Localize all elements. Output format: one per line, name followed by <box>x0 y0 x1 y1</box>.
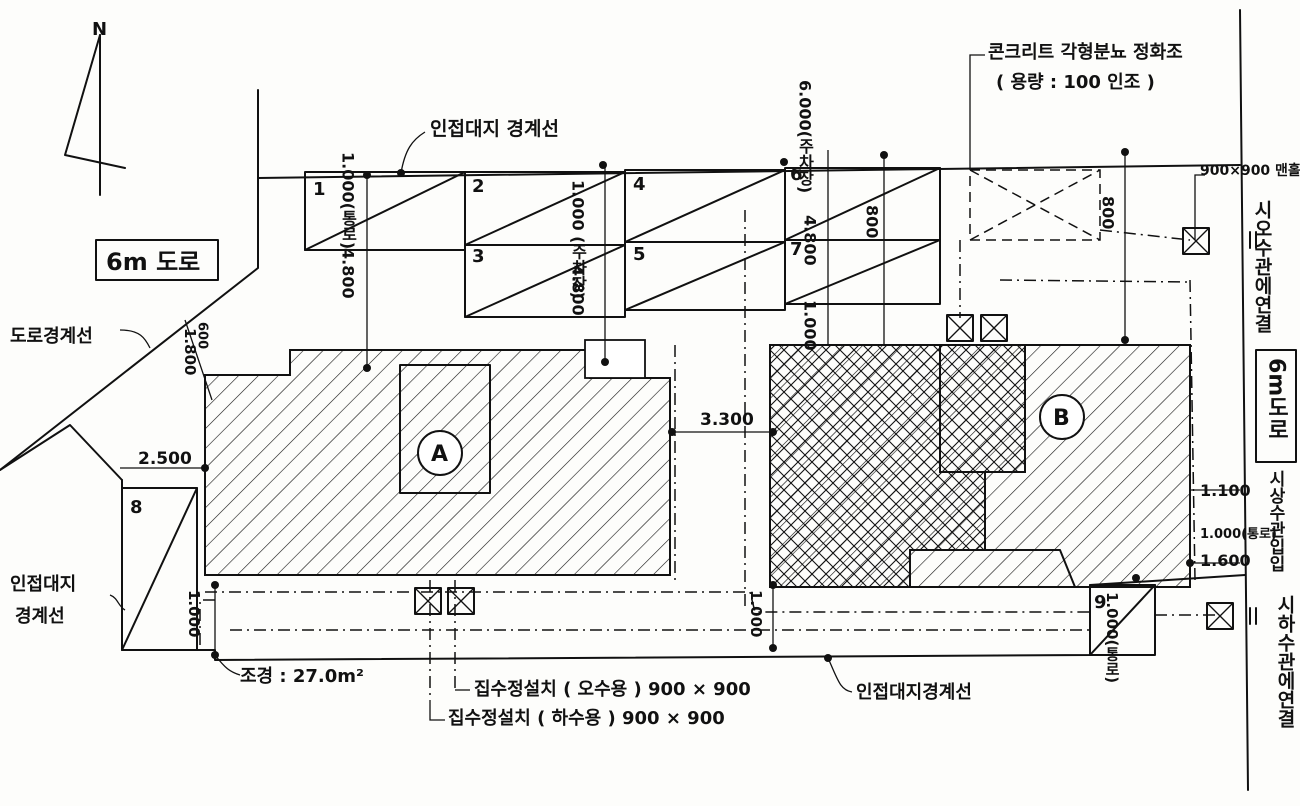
building-a: A <box>204 339 671 576</box>
dimension-lines <box>120 150 1240 655</box>
stall-1-number: 1 <box>313 179 326 200</box>
building-b: B <box>769 344 1191 588</box>
east-road-text: 6m도로 <box>1264 358 1289 440</box>
dim-2500: 2.500 <box>138 449 192 469</box>
adjacent-boundary-top-label: 인접대지 경계선 <box>430 118 559 140</box>
stall-9-number: 9 <box>1094 592 1107 613</box>
basin-near-b-1 <box>946 314 974 342</box>
road-corner-edge <box>0 424 123 481</box>
dim-1800: 1.800 <box>181 328 199 375</box>
dim-1000-e: 1.000 <box>747 590 765 637</box>
dim-1000-passage-g: 1.000(통로) <box>1200 527 1277 542</box>
west-road-edge <box>0 89 259 471</box>
dim-800-b: 800 <box>1099 196 1118 229</box>
parking-stall-9: 9 <box>1089 584 1156 656</box>
east-road-edge <box>1239 9 1249 791</box>
catch-basin-sewage <box>447 587 475 615</box>
storm-connection-mark <box>1249 607 1257 625</box>
stall-7-number: 7 <box>790 239 803 260</box>
basin-southeast <box>1206 602 1234 630</box>
catch-basins <box>414 227 1234 630</box>
sewage-pit-label: 집수정설치 ( 오수용 ) 900 × 900 <box>474 679 751 700</box>
stall-4-number: 4 <box>633 174 646 195</box>
stall-6-number: 6 <box>790 164 803 185</box>
stall-8-number: 8 <box>130 497 143 518</box>
landscape-area-label: 조경 : 27.0m² <box>240 666 364 687</box>
dim-3300: 3.300 <box>700 410 754 430</box>
west-road-text: 6m 도로 <box>106 248 200 276</box>
adjacent-boundary-bottom-label: 인접대지경계선 <box>856 682 972 703</box>
adjacent-boundary-left-label-2: 경계선 <box>15 606 65 627</box>
storm-inlet-label: 시상수관입입 <box>1265 470 1285 572</box>
basin-near-b-2 <box>980 314 1008 342</box>
dim-1000-d: 1.000 <box>185 590 203 637</box>
dim-1100: 1.100 <box>1200 481 1251 500</box>
west-road-label: 6m 도로 <box>95 239 219 281</box>
drain-lines <box>199 210 1220 700</box>
dim-600: 600 <box>195 322 210 349</box>
sewer-main-label: 시오수관에연결 <box>1251 200 1273 333</box>
dim-1000-passage-a: 1.000(통로) <box>339 152 358 249</box>
manhole-east <box>1182 227 1210 255</box>
stall-3-number: 3 <box>472 246 485 267</box>
dim-6000-parking: 6.000(주차장) <box>796 80 815 193</box>
adjacent-boundary-left-label-1: 인접대지 <box>10 574 76 595</box>
septic-capacity-label: ( 용량 : 100 인조 ) <box>996 72 1155 93</box>
dim-4800-a: 4.800 <box>339 248 358 299</box>
leader-lines <box>109 54 1205 721</box>
north-label: N <box>92 19 107 40</box>
manhole-label: 900×900 맨홀 <box>1200 162 1300 179</box>
dim-1000-parking: 1.000 (주차장) <box>569 180 588 299</box>
septic-tank <box>969 169 1101 241</box>
north-arrow: N <box>64 19 126 196</box>
stall-2-number: 2 <box>472 176 485 197</box>
building-a-label: A <box>431 442 448 467</box>
sewer-connection-mark <box>1249 231 1257 249</box>
building-b-label: B <box>1053 406 1070 431</box>
east-road-label: 6m도로 <box>1255 349 1297 463</box>
dim-800-a: 800 <box>863 205 882 238</box>
stall-5-number: 5 <box>633 244 646 265</box>
dim-4800-c: 4.800 <box>801 215 820 266</box>
storm-pit-label: 집수정설치 ( 하수용 ) 900 × 900 <box>448 708 725 729</box>
north-boundary <box>257 164 1241 179</box>
parking-stall-8: 8 <box>121 487 198 651</box>
storm-main-label: 시하수관에연결 <box>1274 595 1296 728</box>
catch-basin-stormwater <box>414 587 442 615</box>
dim-1000-c: 1.000 <box>801 300 820 351</box>
dim-1000-passage-f: 1.000(통로) <box>1103 592 1121 683</box>
dim-1600: 1.600 <box>1200 551 1251 570</box>
septic-tank-label: 콘크리트 각형분뇨 정화조 <box>988 42 1183 63</box>
dim-4800-b: 4.800 <box>569 265 588 316</box>
road-boundary-label: 도로경계선 <box>10 326 93 347</box>
parking-area-top: 1 2 3 4 5 6 7 <box>304 164 941 318</box>
